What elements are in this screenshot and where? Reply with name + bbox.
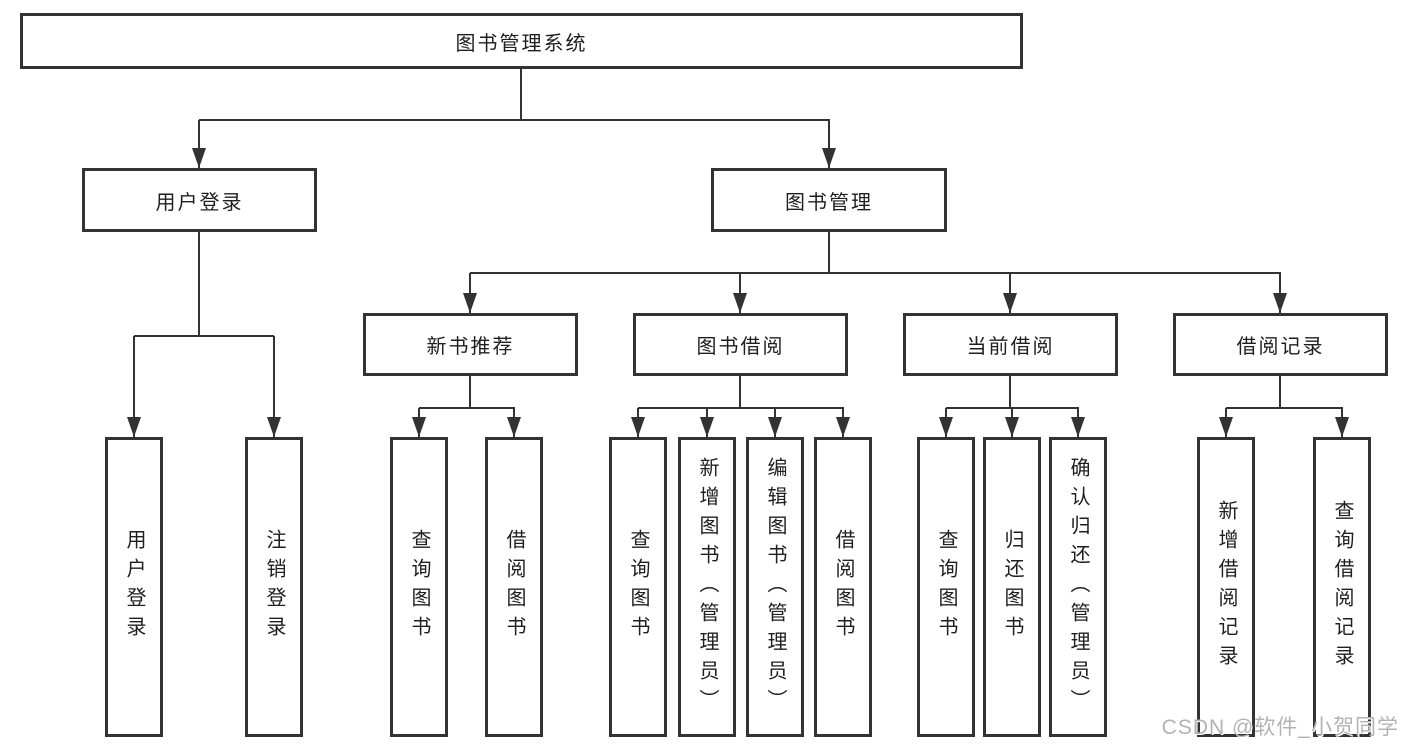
arrow-to-leaf-user-login	[133, 336, 135, 437]
connector-userlogin-bar	[134, 335, 274, 337]
connector-bookmgmt-stem	[828, 232, 830, 274]
connector-root-bar	[199, 119, 830, 121]
node-label: 用户登录	[123, 529, 145, 645]
connector-borrowing-bar	[638, 407, 844, 409]
node-label: 借阅记录	[1236, 336, 1325, 358]
connector-current-stem	[1009, 376, 1011, 409]
arrow-borrowing-leaf-4	[842, 408, 844, 437]
arrow-current-leaf-1	[945, 408, 947, 437]
arrow-recommend-leaf-1	[418, 408, 420, 437]
leaf-confirm-return-admin: 确认归还（管理员）	[1049, 437, 1107, 737]
arrow-records-leaf-2	[1341, 408, 1343, 437]
node-book-borrowing: 图书借阅	[633, 313, 848, 376]
leaf-query-books-borrowing: 查询图书	[609, 437, 667, 737]
arrow-to-leaf-logout	[273, 336, 275, 437]
arrow-to-user-login	[198, 120, 200, 168]
arrow-recommend-leaf-2	[513, 408, 515, 437]
leaf-return-books: 归还图书	[983, 437, 1041, 737]
leaf-query-books-recommend: 查询图书	[390, 437, 448, 737]
node-borrowing-records: 借阅记录	[1173, 313, 1388, 376]
connector-records-bar	[1226, 407, 1343, 409]
node-label: 新增图书（管理员）	[696, 456, 718, 718]
node-current-borrowing: 当前借阅	[903, 313, 1118, 376]
node-label: 用户登录	[155, 191, 244, 214]
arrow-to-book-management	[828, 120, 830, 168]
arrow-borrowing-leaf-2	[706, 408, 708, 437]
leaf-user-login: 用户登录	[105, 437, 163, 737]
arrow-records-leaf-1	[1225, 408, 1227, 437]
arrow-to-book-borrowing	[739, 273, 741, 313]
node-label: 新增借阅记录	[1215, 500, 1237, 674]
connector-recommend-bar	[419, 407, 515, 409]
node-label: 查询图书	[408, 529, 430, 645]
node-label: 借阅图书	[503, 529, 525, 645]
leaf-logout: 注销登录	[245, 437, 303, 737]
node-label: 查询图书	[627, 529, 649, 645]
node-label: 图书管理系统	[455, 32, 588, 55]
node-root-library-system: 图书管理系统	[20, 13, 1023, 69]
leaf-borrow-books-recommend: 借阅图书	[485, 437, 543, 737]
node-label: 查询图书	[935, 529, 957, 645]
node-label: 注销登录	[263, 529, 285, 645]
leaf-query-books-current: 查询图书	[917, 437, 975, 737]
leaf-add-borrow-record: 新增借阅记录	[1197, 437, 1255, 737]
connector-records-stem	[1279, 376, 1281, 409]
arrow-to-borrowing-records	[1279, 273, 1281, 313]
connector-userlogin-stem	[198, 232, 200, 337]
node-user-login: 用户登录	[82, 168, 317, 232]
node-label: 当前借阅	[966, 336, 1055, 358]
node-label: 编辑图书（管理员）	[764, 456, 786, 718]
leaf-borrow-books: 借阅图书	[814, 437, 872, 737]
node-label: 查询借阅记录	[1331, 500, 1353, 674]
leaf-edit-books-admin: 编辑图书（管理员）	[746, 437, 804, 737]
node-label: 确认归还（管理员）	[1067, 456, 1089, 718]
node-label: 借阅图书	[832, 529, 854, 645]
leaf-query-borrow-record: 查询借阅记录	[1313, 437, 1371, 737]
arrow-current-leaf-2	[1011, 408, 1013, 437]
node-label: 图书借阅	[696, 336, 785, 358]
node-new-book-recommend: 新书推荐	[363, 313, 578, 376]
arrow-to-new-book-recommend	[469, 273, 471, 313]
arrow-to-current-borrowing	[1009, 273, 1011, 313]
connector-borrowing-stem	[739, 376, 741, 409]
connector-root-stem	[520, 69, 522, 121]
connector-recommend-stem	[469, 376, 471, 409]
node-label: 新书推荐	[426, 336, 515, 358]
node-label: 归还图书	[1001, 529, 1023, 645]
arrow-borrowing-leaf-3	[774, 408, 776, 437]
node-book-management: 图书管理	[711, 168, 947, 232]
connector-bookmgmt-bar	[470, 272, 1281, 274]
node-label: 图书管理	[785, 191, 873, 214]
csdn-watermark: CSDN @软件_小贺同学	[1161, 716, 1399, 739]
leaf-add-books-admin: 新增图书（管理员）	[678, 437, 736, 737]
arrow-borrowing-leaf-1	[637, 408, 639, 437]
arrow-current-leaf-3	[1077, 408, 1079, 437]
